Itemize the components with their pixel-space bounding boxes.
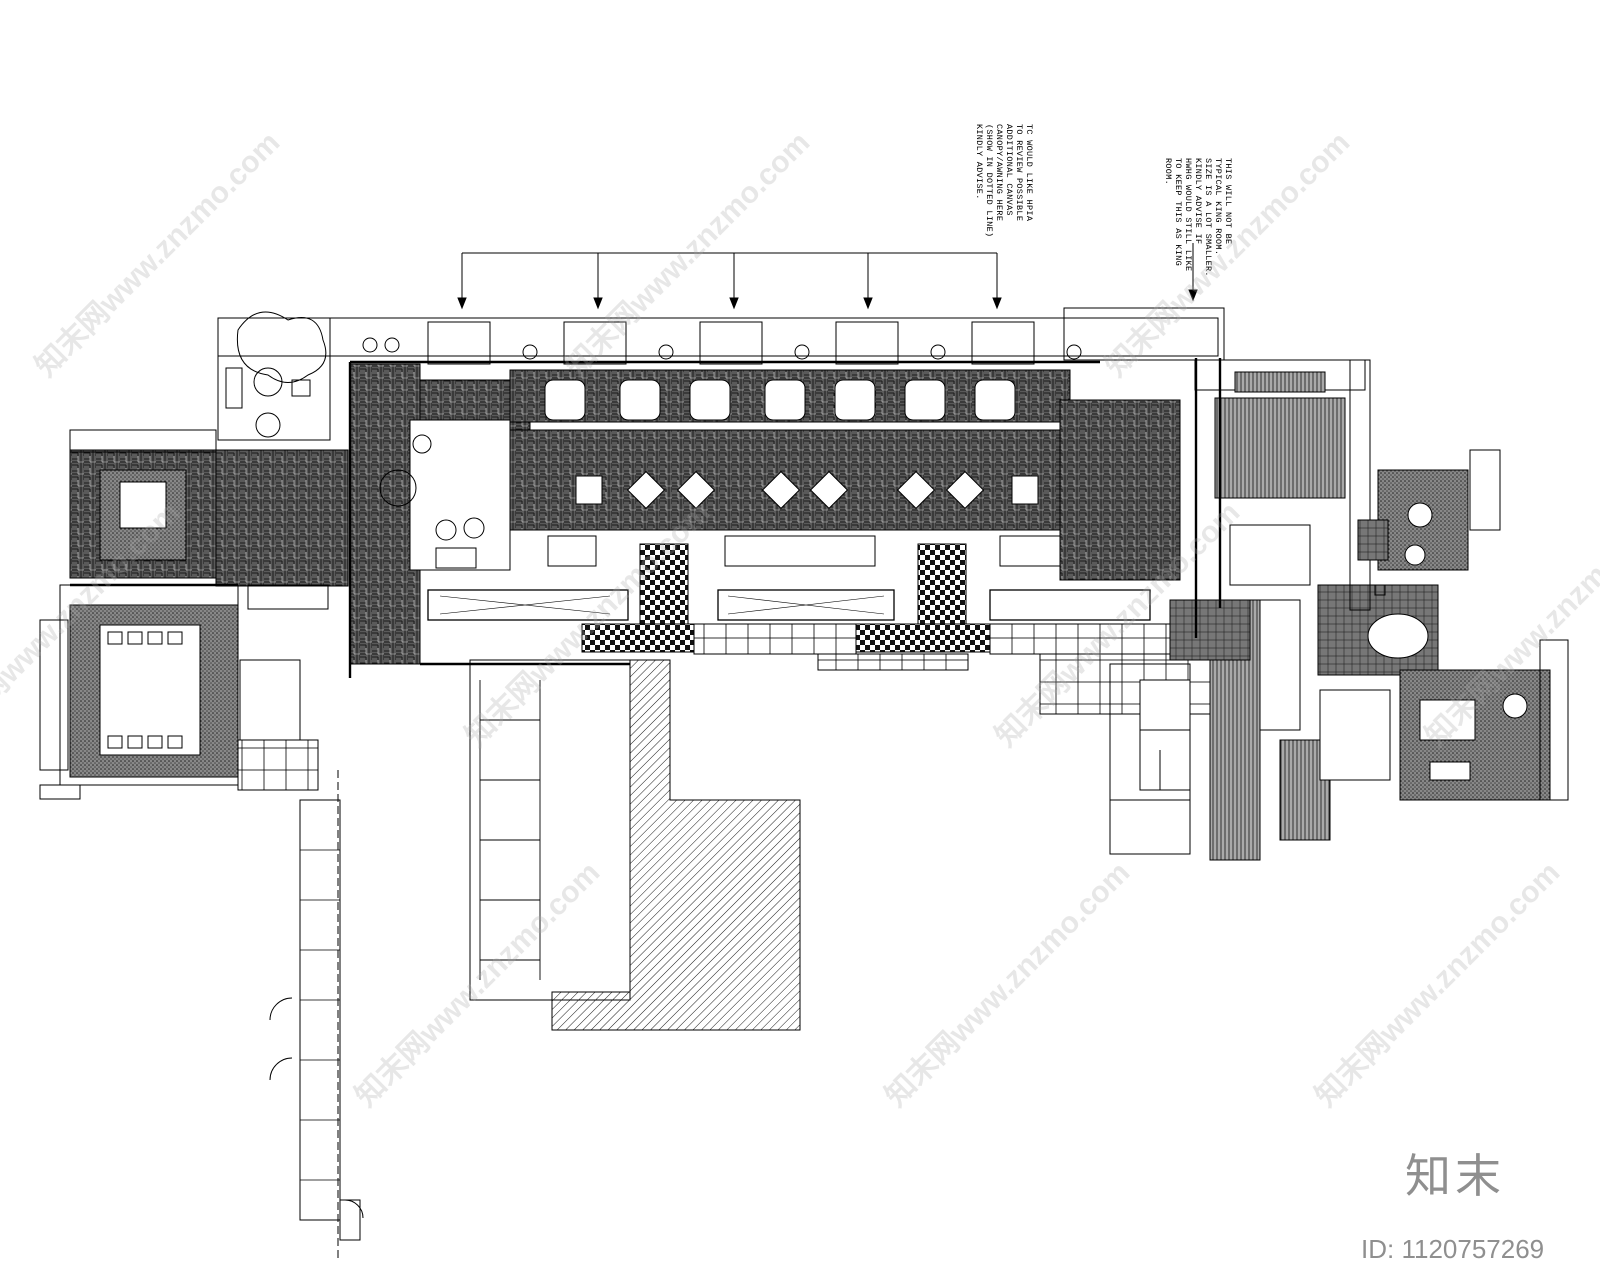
- dining-tables: [544, 379, 1061, 567]
- canopy-review-note: TC WOULD LIKE HPIA TO REVIEW POSSIBLE AD…: [974, 124, 1034, 238]
- id-label: ID: 1120757269: [1361, 1234, 1545, 1264]
- planter-row: [362, 321, 1082, 365]
- king-room-note: THIS WILL NOT BE TYPICAL KING ROOM. SIZE…: [1163, 158, 1233, 277]
- canopy-arrows: [457, 243, 1198, 310]
- brand-logo: 知末: [1405, 1149, 1505, 1203]
- checker-floors: [581, 543, 991, 653]
